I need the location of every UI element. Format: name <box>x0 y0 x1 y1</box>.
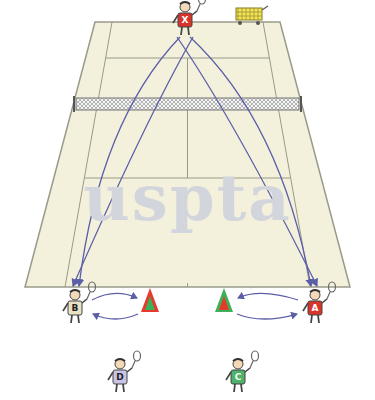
cone <box>215 288 233 312</box>
player: A <box>302 289 328 323</box>
player-letter: A <box>308 301 322 315</box>
ball-cart <box>236 6 268 25</box>
player: X <box>172 1 198 35</box>
watermark: uspta <box>0 160 375 235</box>
net-post <box>300 96 302 112</box>
net-post <box>73 96 75 112</box>
player: C <box>225 358 251 392</box>
player: D <box>107 358 133 392</box>
player-letter: B <box>68 301 82 315</box>
court-surface <box>25 22 350 287</box>
player-letter: X <box>178 13 192 27</box>
player-letter: D <box>113 370 127 384</box>
rotation-arrows <box>92 293 298 319</box>
cone <box>141 288 159 312</box>
singles-line <box>65 22 112 287</box>
center-mark <box>187 283 188 287</box>
net <box>76 98 299 110</box>
player: B <box>62 289 88 323</box>
player-letter: C <box>231 370 245 384</box>
